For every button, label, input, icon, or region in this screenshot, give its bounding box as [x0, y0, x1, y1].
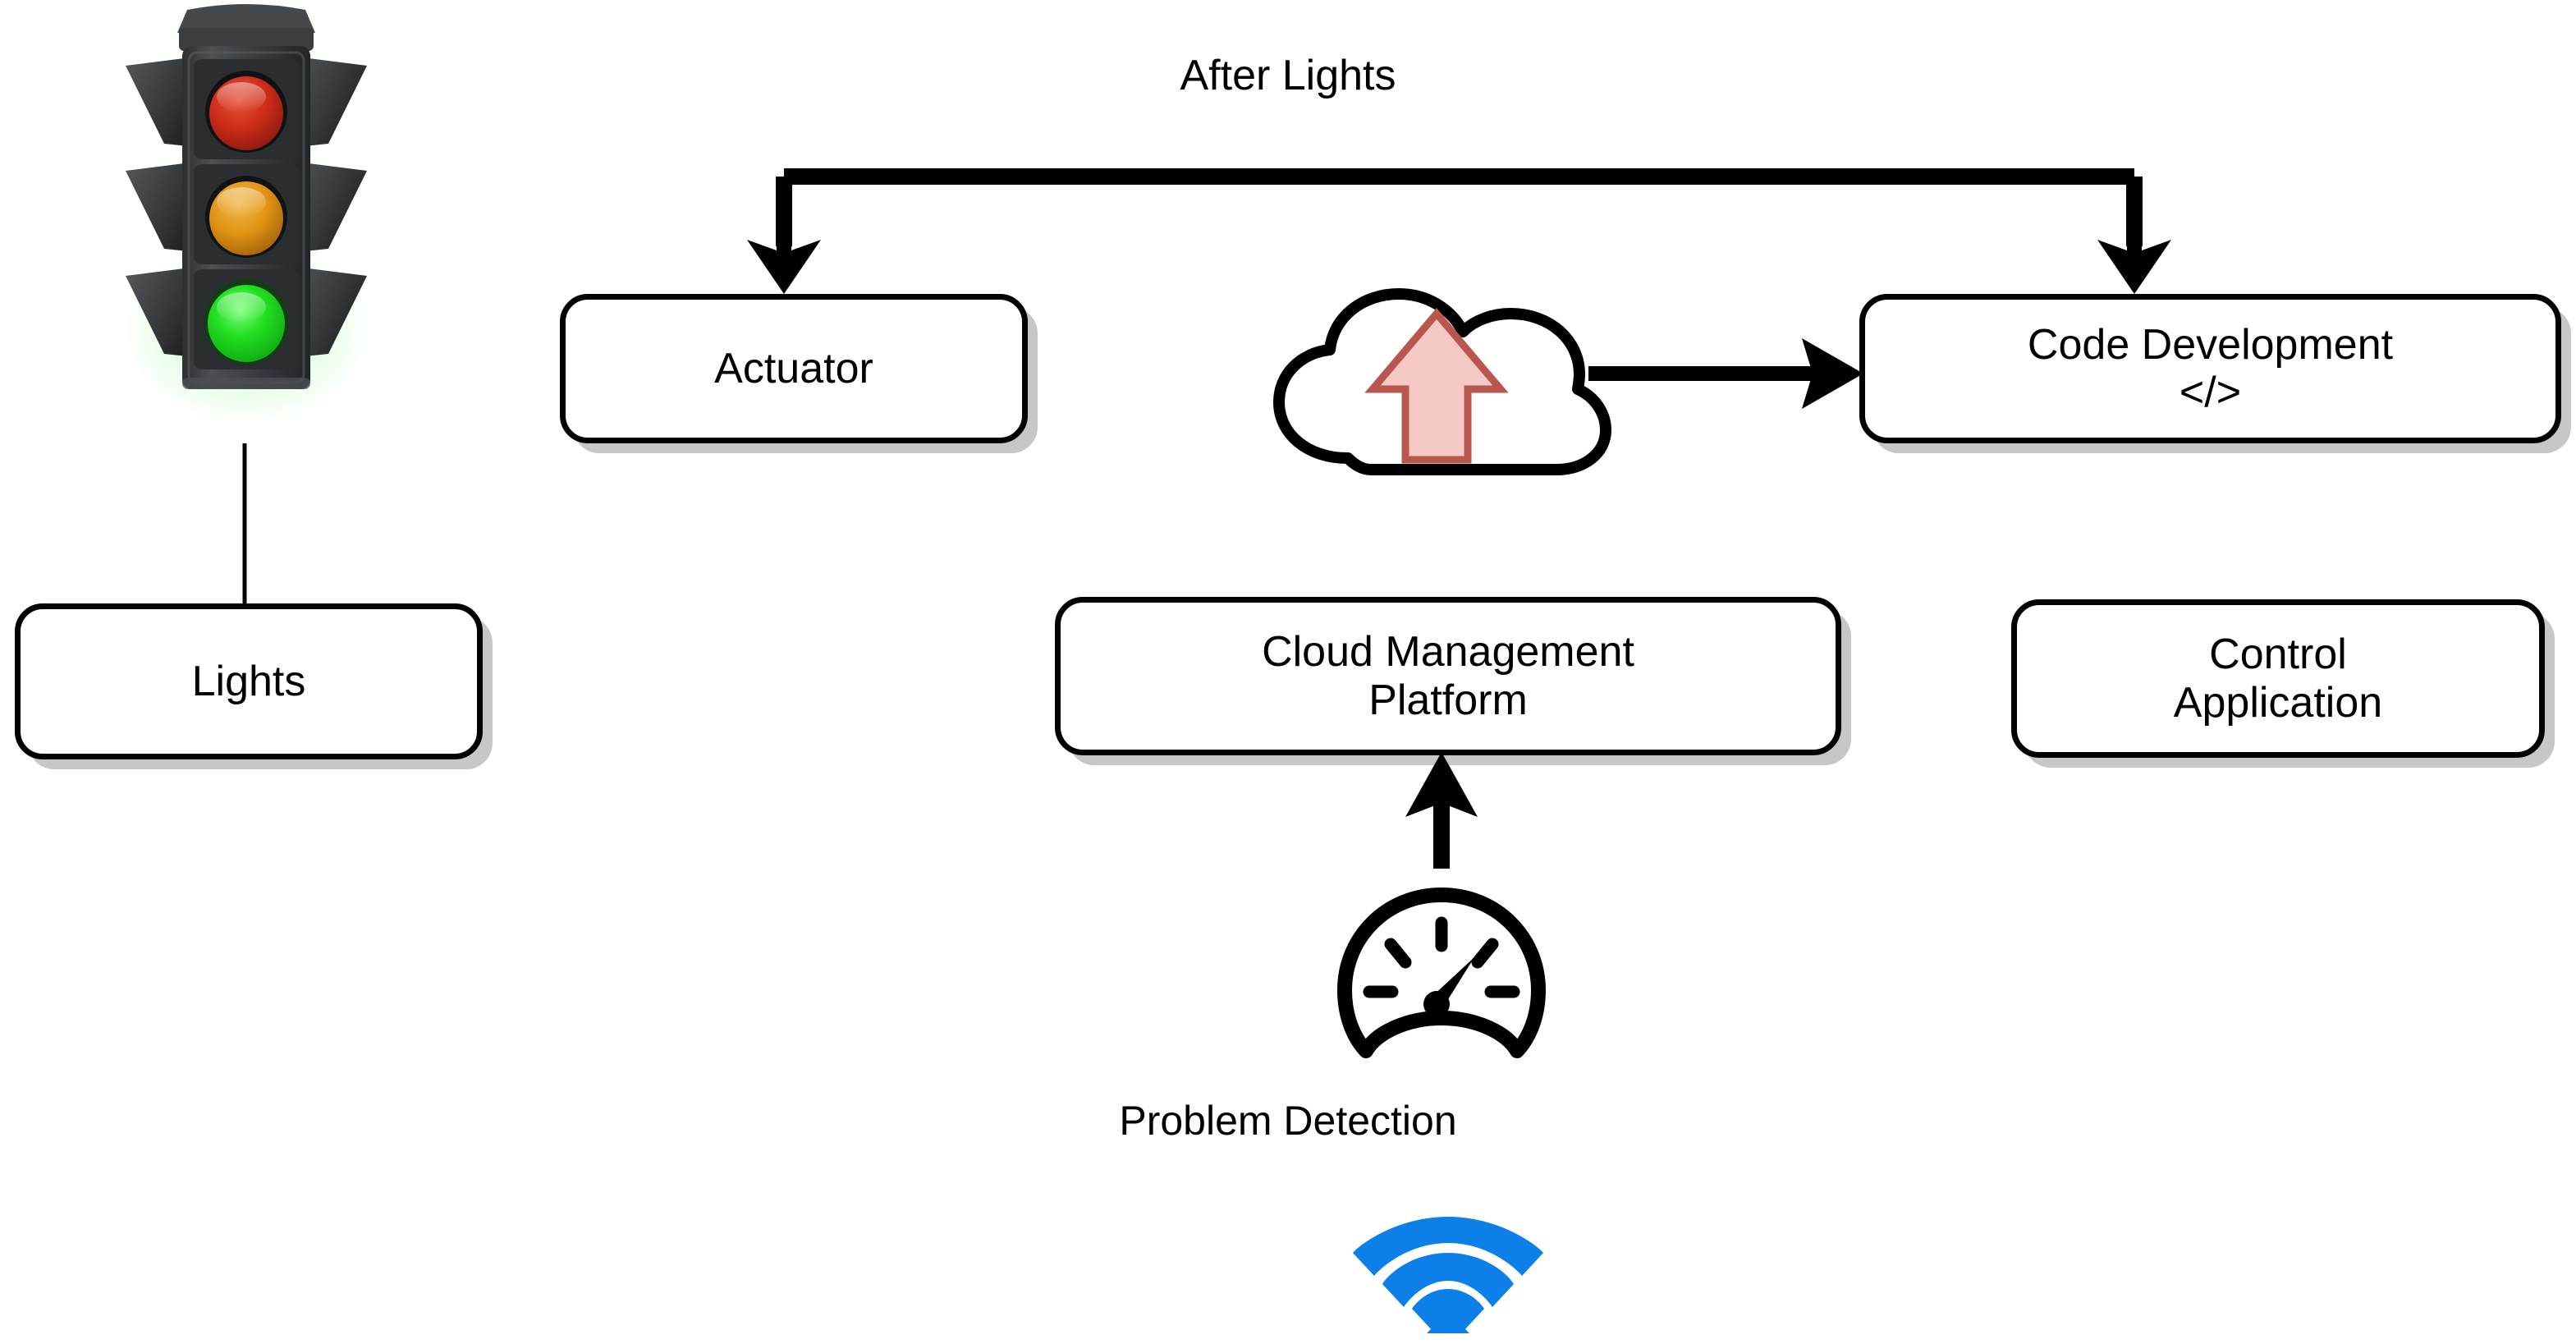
diagram-title: After Lights — [0, 51, 2576, 100]
edge-gauge-to-cloud-mgmt — [1405, 752, 1478, 869]
wifi-icon — [1353, 1217, 1543, 1333]
arrowhead-to-actuator — [747, 240, 821, 294]
node-lights-label: Lights — [191, 657, 306, 705]
node-cloud-management-platform[interactable]: Cloud Management Platform — [1055, 597, 1841, 755]
node-actuator-label: Actuator — [714, 344, 873, 392]
node-control-application[interactable]: Control Application — [2011, 599, 2545, 758]
traffic-light-icon — [123, 4, 369, 424]
diagram-title-text: After Lights — [1180, 52, 1396, 99]
edge-top-bus — [776, 168, 2143, 246]
node-cloud-management-platform-label: Cloud Management Platform — [1262, 628, 1634, 724]
gauge-caption: Problem Detection — [0, 1097, 2576, 1144]
gauge-caption-text: Problem Detection — [1119, 1098, 1457, 1144]
node-control-application-label: Control Application — [2173, 631, 2383, 727]
edge-cloud-to-code-dev — [1588, 338, 1863, 409]
node-code-development-label: Code Development </> — [2027, 320, 2394, 416]
cloud-upload-icon — [1273, 288, 1611, 475]
gauge-icon — [1337, 888, 1546, 1058]
arrowhead-to-code-dev — [2097, 240, 2171, 294]
node-lights[interactable]: Lights — [15, 603, 483, 759]
node-code-development[interactable]: Code Development </> — [1859, 294, 2561, 443]
node-actuator[interactable]: Actuator — [560, 294, 1028, 443]
